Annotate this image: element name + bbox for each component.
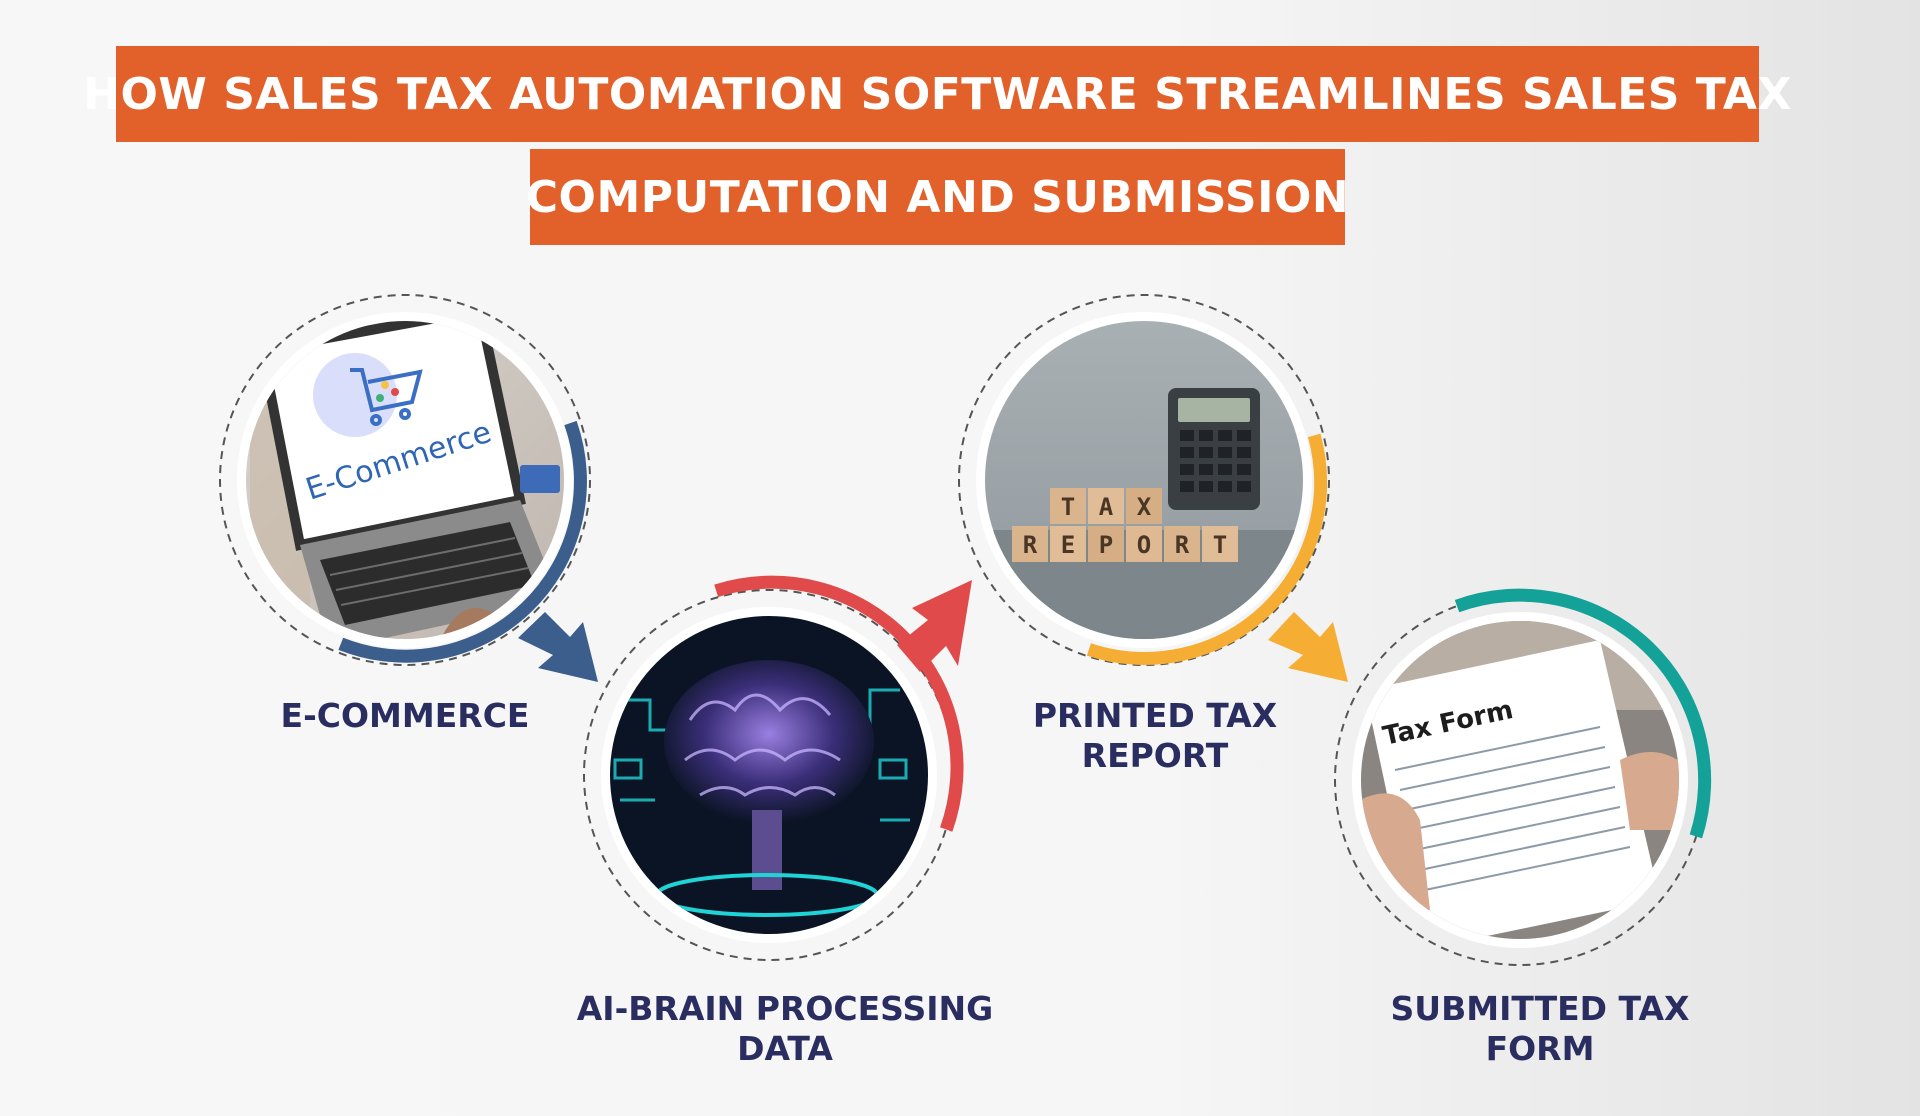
accent-arc — [338, 420, 587, 663]
arrow-down-right — [1268, 612, 1348, 682]
dashed-ring — [219, 294, 591, 666]
tax-form-image: Tax Form — [1361, 621, 1679, 939]
title-line-1: HOW SALES TAX AUTOMATION SOFTWARE STREAM… — [83, 46, 1791, 142]
arrow-up-right — [897, 580, 972, 672]
step-tax-form: Tax Form — [1334, 588, 1712, 966]
step-label-ecommerce: E-COMMERCE — [280, 696, 530, 735]
step-label-tax-form: SUBMITTED TAX FORM — [1390, 989, 1690, 1068]
step-ecommerce: E-Commerce — [219, 294, 598, 682]
calculator-icon — [1168, 388, 1260, 510]
block-letter: R — [1175, 531, 1190, 559]
block-letter: A — [1099, 493, 1114, 521]
block-letter: T — [1213, 531, 1227, 559]
dashed-ring — [958, 294, 1330, 666]
arrow-down-right — [518, 612, 598, 682]
brain-image — [610, 616, 928, 934]
block-letter: O — [1137, 531, 1151, 559]
block-letter: E — [1061, 531, 1075, 559]
accent-arc — [1454, 588, 1712, 839]
block-letter: P — [1099, 531, 1113, 559]
block-letter: X — [1137, 493, 1152, 521]
cart-icon — [350, 368, 423, 426]
block-letter: T — [1061, 493, 1075, 521]
step-tax-report: T A X R E P O R T — [958, 294, 1348, 682]
step-label-ai-brain: AI-BRAIN PROCESSING DATA — [576, 989, 994, 1068]
step-ai-brain — [583, 575, 972, 961]
accent-arc — [1086, 433, 1328, 665]
brain-folds — [684, 693, 841, 797]
tax-blocks: T A X R E P O R T — [1012, 488, 1238, 562]
step-label-tax-report: PRINTED TAX REPORT — [1032, 696, 1278, 775]
title-line-2: COMPUTATION AND SUBMISSION — [526, 149, 1349, 245]
laptop-keyboard-keys — [329, 537, 529, 606]
form-lines — [1394, 726, 1631, 891]
block-letter: R — [1023, 531, 1038, 559]
